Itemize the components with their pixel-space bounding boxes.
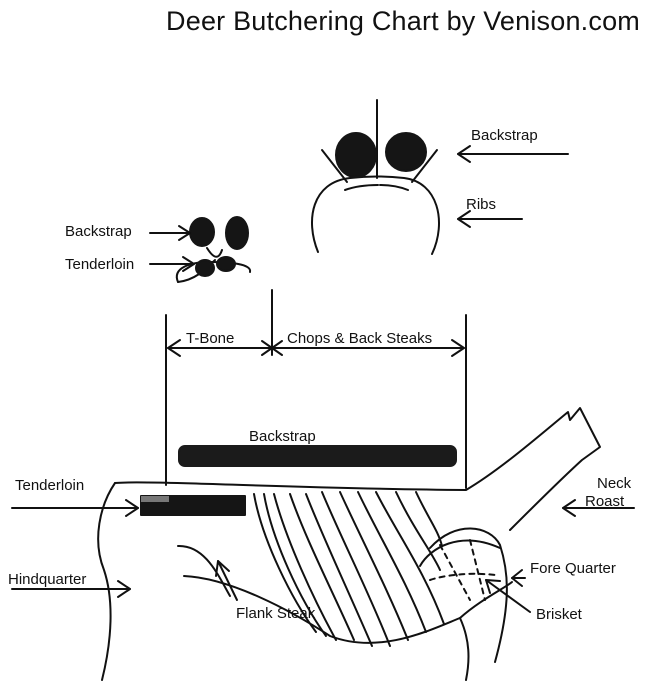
loin-backstrap-right [225, 216, 249, 250]
rib-lines [253, 491, 445, 647]
backstrap-cut-right [385, 132, 427, 172]
label-ribs: Ribs [466, 196, 497, 213]
label-tenderloin-side: Tenderloin [15, 477, 85, 494]
label-backstrap-bar: Backstrap [249, 428, 316, 445]
label-hindquarter: Hindquarter [8, 571, 87, 588]
loin-tenderloin-right [216, 256, 236, 272]
label-brisket: Brisket [536, 606, 582, 623]
backstrap-bar [178, 445, 457, 467]
backstrap-cut-left [335, 132, 377, 178]
label-backstrap-mid: Backstrap [65, 223, 132, 240]
label-chops: Chops & Back Steaks [287, 330, 433, 347]
loin-cross-section [175, 216, 273, 356]
loin-tenderloin-left [195, 259, 215, 277]
label-tbone: T-Bone [186, 330, 235, 347]
pointer-arrows [11, 145, 635, 613]
label-roast: Roast [585, 493, 625, 510]
label-backstrap-top: Backstrap [471, 127, 538, 144]
page-title: Deer Butchering Chart by Venison.com [166, 6, 640, 36]
cut-dimension-lines [165, 314, 467, 489]
label-tenderloin-mid: Tenderloin [65, 256, 135, 273]
label-neck: Neck [597, 475, 632, 492]
loin-backstrap-left [189, 217, 215, 247]
rib-cross-section [311, 99, 440, 255]
label-fore-quarter: Fore Quarter [530, 560, 616, 577]
label-flank-steak: Flank Steak [236, 605, 316, 622]
